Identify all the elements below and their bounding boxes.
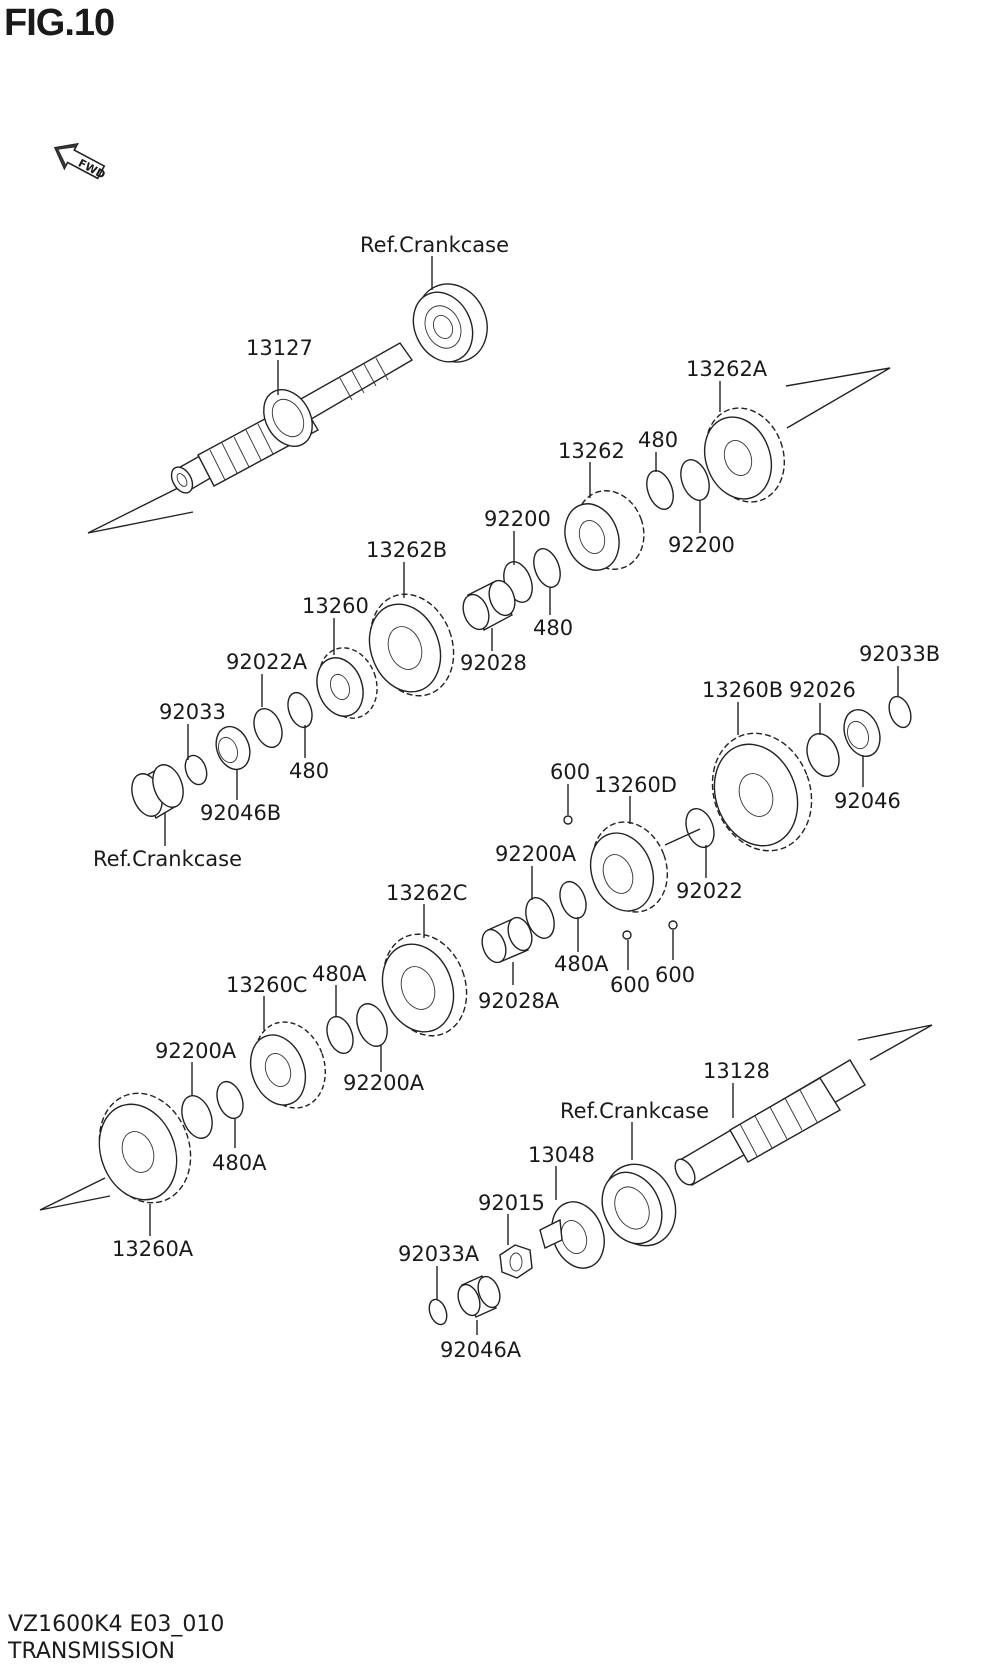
callout-label: 13260: [302, 594, 369, 618]
circlip-92033B: [888, 695, 912, 729]
washer-92200A-c: [181, 1095, 213, 1139]
needle-bearing-92028: [462, 579, 516, 631]
callout-label: 600: [655, 963, 695, 987]
diagram-name: TRANSMISSION: [8, 1639, 175, 1664]
callout-label: 13262C: [386, 881, 467, 905]
callout-label: 480A: [212, 1151, 267, 1175]
circlip-480-a: [646, 470, 674, 510]
washer-92200A-b: [356, 1003, 388, 1047]
needle-bearing-92046: [843, 709, 881, 757]
gear-13260A: [98, 1092, 192, 1204]
bearing-ref-crankcase-left: [131, 764, 184, 819]
needle-bearing-92046B: [215, 725, 251, 771]
gear-13260: [316, 647, 378, 719]
gear-13262A: [703, 407, 786, 503]
callout-label: 92022: [676, 879, 743, 903]
bearing-ref-crankcase-top: [412, 283, 488, 363]
callout-label: 92046A: [440, 1338, 522, 1362]
callout-label: 13127: [246, 336, 313, 360]
circlip-92033: [184, 754, 208, 786]
callout-label: 92033: [159, 700, 226, 724]
nut-92015: [499, 1244, 533, 1279]
callout-label: 13128: [703, 1059, 770, 1083]
callout-label: 92046B: [200, 801, 281, 825]
callout-label: 13260B: [702, 678, 783, 702]
callout-label: 92200A: [343, 1071, 425, 1095]
callout-label: 92015: [478, 1191, 545, 1215]
cam-13048: [539, 1201, 605, 1269]
washer-92200A-a: [525, 897, 555, 939]
callout-label: 480A: [312, 962, 367, 986]
callout-label: 480A: [554, 952, 609, 976]
washer-92026: [806, 732, 840, 778]
washer-92022A: [253, 707, 283, 749]
callout-label: 13262: [558, 439, 625, 463]
circlip-480A-b: [326, 1015, 354, 1055]
callout-labels: Ref.Crankcase 13127 13262A 480 13262 922…: [93, 233, 940, 1362]
callout-label: 13260D: [594, 773, 677, 797]
callout-label: 480: [289, 759, 329, 783]
callout-label: 92200: [484, 507, 551, 531]
callout-label: 480: [533, 616, 573, 640]
diagram-code: VZ1600K4 E03_010: [8, 1612, 225, 1637]
fwd-arrow-icon: FWD: [53, 142, 108, 182]
washer-92200-a: [680, 459, 710, 501]
callout-label: 13048: [528, 1143, 595, 1167]
circlip-480-b: [533, 548, 561, 588]
callout-label: 92022A: [226, 650, 308, 674]
callout-label: 13262B: [366, 538, 447, 562]
callout-label: 92028A: [478, 989, 560, 1013]
washer-92022: [685, 807, 715, 849]
callout-label: 92200: [668, 533, 735, 557]
callout-label: 92033A: [398, 1242, 480, 1266]
callout-label: 92046: [834, 789, 901, 813]
leader-lines: [149, 256, 899, 1335]
callout-label: 13260A: [112, 1237, 194, 1261]
gear-13262: [564, 490, 645, 571]
circlip-480A-c: [216, 1080, 244, 1120]
callout-label: 92026: [789, 678, 856, 702]
ball-600-c: [668, 920, 678, 930]
gear-13260C: [249, 1021, 327, 1109]
circlip-480-c: [287, 691, 313, 729]
shaft-13128: [674, 1059, 866, 1186]
callout-label: Ref.Crankcase: [360, 233, 509, 257]
callout-label: 480: [638, 428, 678, 452]
callout-label: 92200A: [155, 1039, 237, 1063]
needle-bearing-92028A: [481, 916, 533, 964]
gear-13262C: [381, 933, 468, 1037]
gear-13262B: [368, 593, 455, 697]
callout-label: Ref.Crankcase: [93, 847, 242, 871]
bearing-ref-crankcase-bottom: [601, 1163, 677, 1247]
circlip-480A-a: [559, 880, 587, 920]
callout-label: 600: [610, 973, 650, 997]
gear-13260B: [711, 732, 813, 852]
input-shaft-group: [87, 283, 891, 819]
shaft-13127: [170, 342, 414, 494]
callout-label: 13260C: [226, 973, 307, 997]
callout-label: 92200A: [495, 842, 577, 866]
callout-label: 92033B: [859, 642, 940, 666]
callout-label: 600: [550, 760, 590, 784]
ball-600-b: [622, 930, 632, 940]
callout-label: 92028: [460, 651, 527, 675]
output-gear-group: [39, 695, 912, 1211]
ball-600-a: [563, 815, 573, 825]
callout-label: 13262A: [686, 357, 768, 381]
output-shaft-group: [428, 1024, 933, 1326]
gear-13260D: [589, 821, 669, 913]
figure-title: FIG.10: [4, 2, 115, 44]
circlip-92033A: [428, 1298, 448, 1326]
callout-label: Ref.Crankcase: [560, 1099, 709, 1123]
needle-bearing-92046A: [457, 1275, 501, 1318]
